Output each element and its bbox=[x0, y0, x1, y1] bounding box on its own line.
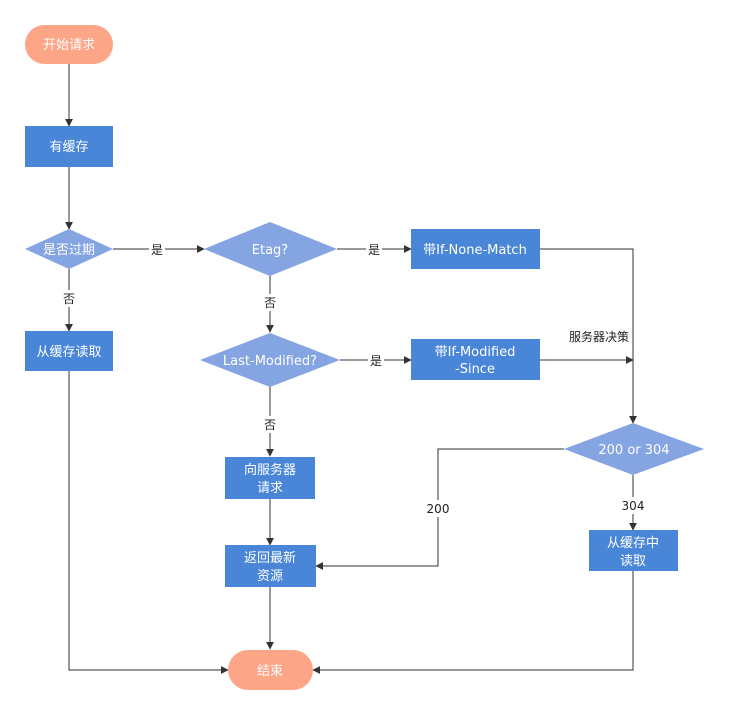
request-server-label-line1: 向服务器 bbox=[244, 462, 296, 478]
edge-if-none-match-to-status bbox=[540, 248, 637, 424]
label-last-modified-yes: 是 bbox=[370, 354, 382, 368]
return-latest-node: 返回最新 资源 bbox=[225, 545, 316, 587]
end-node-label: 结束 bbox=[257, 664, 283, 679]
request-server-node: 向服务器 请求 bbox=[225, 457, 315, 499]
label-server-decides: 服务器决策 bbox=[569, 329, 629, 344]
start-node-label: 开始请求 bbox=[43, 38, 95, 53]
edge-read-from-cache-to-end bbox=[312, 571, 634, 674]
edge-read-cache-to-end bbox=[68, 371, 229, 674]
expired-decision: 是否过期 bbox=[25, 229, 113, 269]
has-cache-node-label: 有缓存 bbox=[49, 140, 88, 155]
read-cache-node-label: 从缓存读取 bbox=[36, 345, 101, 360]
label-status-200: 200 bbox=[427, 502, 450, 516]
read-cache-node: 从缓存读取 bbox=[25, 331, 113, 371]
end-node: 结束 bbox=[228, 650, 313, 690]
return-latest-label-line1: 返回最新 bbox=[244, 550, 296, 566]
label-expired-no: 否 bbox=[63, 292, 75, 306]
label-etag-yes: 是 bbox=[368, 243, 380, 257]
label-status-304: 304 bbox=[622, 499, 645, 513]
status-decision-label: 200 or 304 bbox=[598, 443, 669, 458]
last-modified-decision-label: Last-Modified? bbox=[223, 354, 317, 369]
if-modified-since-node: 带If-Modified -Since bbox=[411, 339, 540, 380]
status-decision: 200 or 304 bbox=[564, 423, 704, 475]
if-none-match-node-label: 带If-None-Match bbox=[423, 243, 527, 258]
label-etag-no: 否 bbox=[264, 296, 276, 310]
label-last-modified-no: 否 bbox=[264, 418, 276, 432]
has-cache-node: 有缓存 bbox=[25, 126, 113, 167]
label-expired-yes: 是 bbox=[151, 243, 163, 257]
if-modified-since-label-line1: 带If-Modified bbox=[435, 345, 516, 360]
expired-decision-label: 是否过期 bbox=[43, 243, 95, 258]
if-none-match-node: 带If-None-Match bbox=[411, 229, 540, 269]
nodes: 开始请求 有缓存 是否过期 从缓存读取 Etag? 带If-None-Match bbox=[25, 25, 704, 690]
if-modified-since-label-line2: -Since bbox=[455, 362, 495, 377]
return-latest-label-line2: 资源 bbox=[257, 569, 283, 584]
etag-decision: Etag? bbox=[204, 222, 337, 276]
etag-decision-label: Etag? bbox=[252, 243, 288, 258]
read-from-cache-label-line2: 读取 bbox=[620, 554, 646, 569]
read-from-cache-node: 从缓存中 读取 bbox=[589, 530, 678, 571]
edge-labels: 是 否 是 否 是 否 服务器决策 200 304 bbox=[60, 241, 648, 517]
request-server-label-line2: 请求 bbox=[257, 481, 283, 496]
edges bbox=[65, 64, 637, 674]
last-modified-decision: Last-Modified? bbox=[200, 333, 340, 387]
start-node: 开始请求 bbox=[25, 25, 113, 64]
read-from-cache-label-line1: 从缓存中 bbox=[607, 536, 659, 551]
